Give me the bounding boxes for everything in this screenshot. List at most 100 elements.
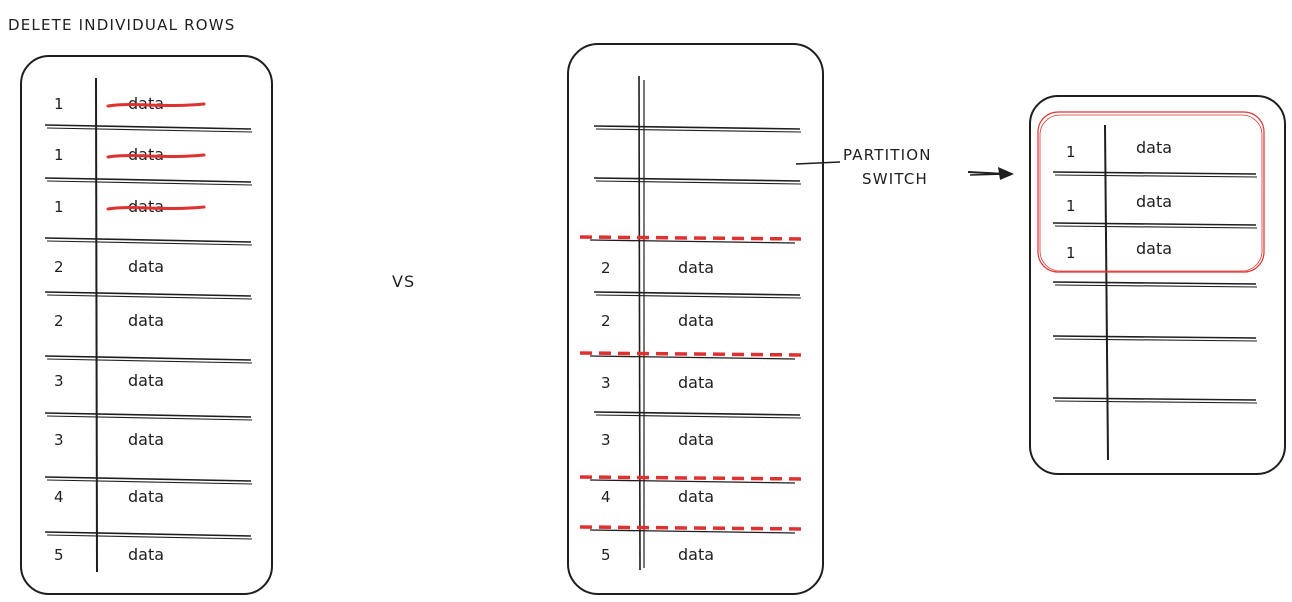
middle-table-row-separator: [593, 125, 801, 130]
left-table-row-key: 1: [54, 198, 64, 216]
right-table-row-value: data: [1136, 192, 1172, 211]
left-table-row-separator: [44, 237, 252, 243]
partition-highlight-box-inner: [1039, 114, 1263, 272]
right-table-row-separator-stroke2: [1054, 284, 1258, 288]
left-table-row-separator: [44, 355, 252, 361]
middle-table-row-value: data: [678, 373, 714, 392]
left-table-row-key: 3: [54, 372, 64, 390]
partition-switch-label-line2: SWITCH: [862, 170, 928, 188]
right-table-row-separator-stroke2: [1054, 338, 1258, 342]
middle-table-row-value: data: [678, 258, 714, 277]
middle-table-row-value: data: [678, 487, 714, 506]
middle-table-row-key: 2: [601, 259, 611, 277]
left-table-row-key: 2: [54, 312, 64, 330]
middle-table-row-separator-stroke2: [595, 294, 802, 299]
left-table-row-separator-stroke2: [46, 534, 253, 540]
middle-table-row-key: 3: [601, 374, 611, 392]
right-table-row-separator: [1052, 397, 1257, 401]
left-table-row-separator: [44, 531, 252, 537]
right-table: 1 data 1 data 1 data: [1029, 95, 1286, 475]
right-table-row-separator: [1052, 281, 1257, 285]
partition-switch-connector: [795, 161, 841, 165]
left-table-row-key: 2: [54, 258, 64, 276]
left-table-row-key: 1: [54, 95, 64, 113]
left-table-row-separator: [44, 412, 252, 418]
partition-highlight-box: [1037, 111, 1265, 273]
strike-through-mark: [106, 153, 206, 159]
right-table-column-divider: [1104, 124, 1109, 461]
left-table-row-value: data: [128, 487, 164, 506]
middle-table-row-separator: [589, 479, 796, 484]
strike-through-mark: [106, 205, 206, 211]
right-table-row-separator-stroke2: [1054, 174, 1258, 178]
left-table-row-key: 1: [54, 146, 64, 164]
right-table-row-value: data: [1136, 239, 1172, 258]
right-table-row-separator: [1052, 171, 1257, 175]
middle-table-row-value: data: [678, 311, 714, 330]
middle-table-row-key: 2: [601, 312, 611, 330]
left-table-row-value: data: [128, 311, 164, 330]
right-table-row-separator-stroke2: [1054, 400, 1258, 404]
middle-table-row-key: 4: [601, 488, 611, 506]
left-table-row-separator-stroke2: [46, 358, 253, 364]
middle-table-row-value: data: [678, 545, 714, 564]
middle-table-row-separator: [593, 291, 801, 296]
middle-table-row-separator-stroke2: [595, 180, 802, 185]
left-table-row-separator-stroke2: [46, 415, 253, 421]
partition-switch-arrow-icon: [967, 167, 1014, 180]
strike-through-mark: [106, 102, 206, 108]
middle-table-row-key: 3: [601, 431, 611, 449]
middle-table-row-separator: [593, 177, 801, 182]
right-table-rows: 1 data 1 data 1 data: [1052, 138, 1258, 404]
left-table-row-value: data: [128, 430, 164, 449]
partition-boundary-line: [579, 351, 806, 357]
right-table-row-key: 1: [1066, 143, 1076, 161]
middle-table-row-separator: [589, 239, 796, 244]
middle-table-row-key: 5: [601, 546, 611, 564]
left-table-row-separator: [44, 177, 252, 183]
middle-table-outline: [567, 43, 824, 595]
right-table-row-separator-stroke2: [1054, 225, 1258, 229]
partition-boundary-line: [579, 475, 806, 481]
left-table-row-value: data: [128, 257, 164, 276]
left-table-row-separator-stroke2: [46, 240, 253, 246]
vs-label: VS: [392, 272, 415, 291]
middle-table-row-separator: [593, 411, 801, 416]
left-table-row-separator-stroke2: [46, 127, 253, 133]
left-table-row-separator: [44, 291, 252, 297]
left-table-row-separator-stroke2: [46, 180, 253, 186]
middle-table-rows: 2 data 2 data 3 data 3 data 4 data 5 data: [579, 125, 806, 564]
left-table-row-separator-stroke2: [46, 479, 253, 485]
left-table-row-value: data: [128, 371, 164, 390]
left-table-row-separator-stroke2: [46, 294, 253, 300]
right-table-row-value: data: [1136, 138, 1172, 157]
diagram-title: DELETE INDIVIDUAL ROWS: [8, 16, 235, 34]
left-table-row-key: 5: [54, 546, 64, 564]
middle-table-column-divider: [638, 75, 641, 571]
right-table-row-key: 1: [1066, 197, 1076, 215]
left-table-row-key: 4: [54, 488, 64, 506]
middle-table-row-separator: [589, 529, 796, 534]
middle-table-row-separator-stroke2: [595, 414, 802, 419]
left-table-outline: [20, 55, 273, 595]
left-table-row-key: 3: [54, 431, 64, 449]
left-table-row-separator: [44, 476, 252, 482]
middle-table-row-value: data: [678, 430, 714, 449]
right-table-row-separator: [1052, 222, 1257, 226]
right-table-row-key: 1: [1066, 244, 1076, 262]
left-table-row-separator: [44, 124, 252, 130]
partition-switch-label-line1: PARTITION: [843, 146, 932, 164]
partition-switch: PARTITION SWITCH: [795, 146, 1014, 188]
right-table-outline: [1029, 95, 1286, 475]
middle-table-row-separator-stroke2: [595, 128, 802, 133]
right-table-row-separator: [1052, 335, 1257, 339]
partition-boundary-line: [579, 525, 806, 531]
middle-table: 2 data 2 data 3 data 3 data 4 data 5 data: [567, 43, 824, 595]
left-table-column-divider: [95, 77, 98, 573]
middle-table-row-separator: [589, 355, 796, 360]
partition-boundary-line: [579, 235, 806, 241]
left-table-row-value: data: [128, 545, 164, 564]
